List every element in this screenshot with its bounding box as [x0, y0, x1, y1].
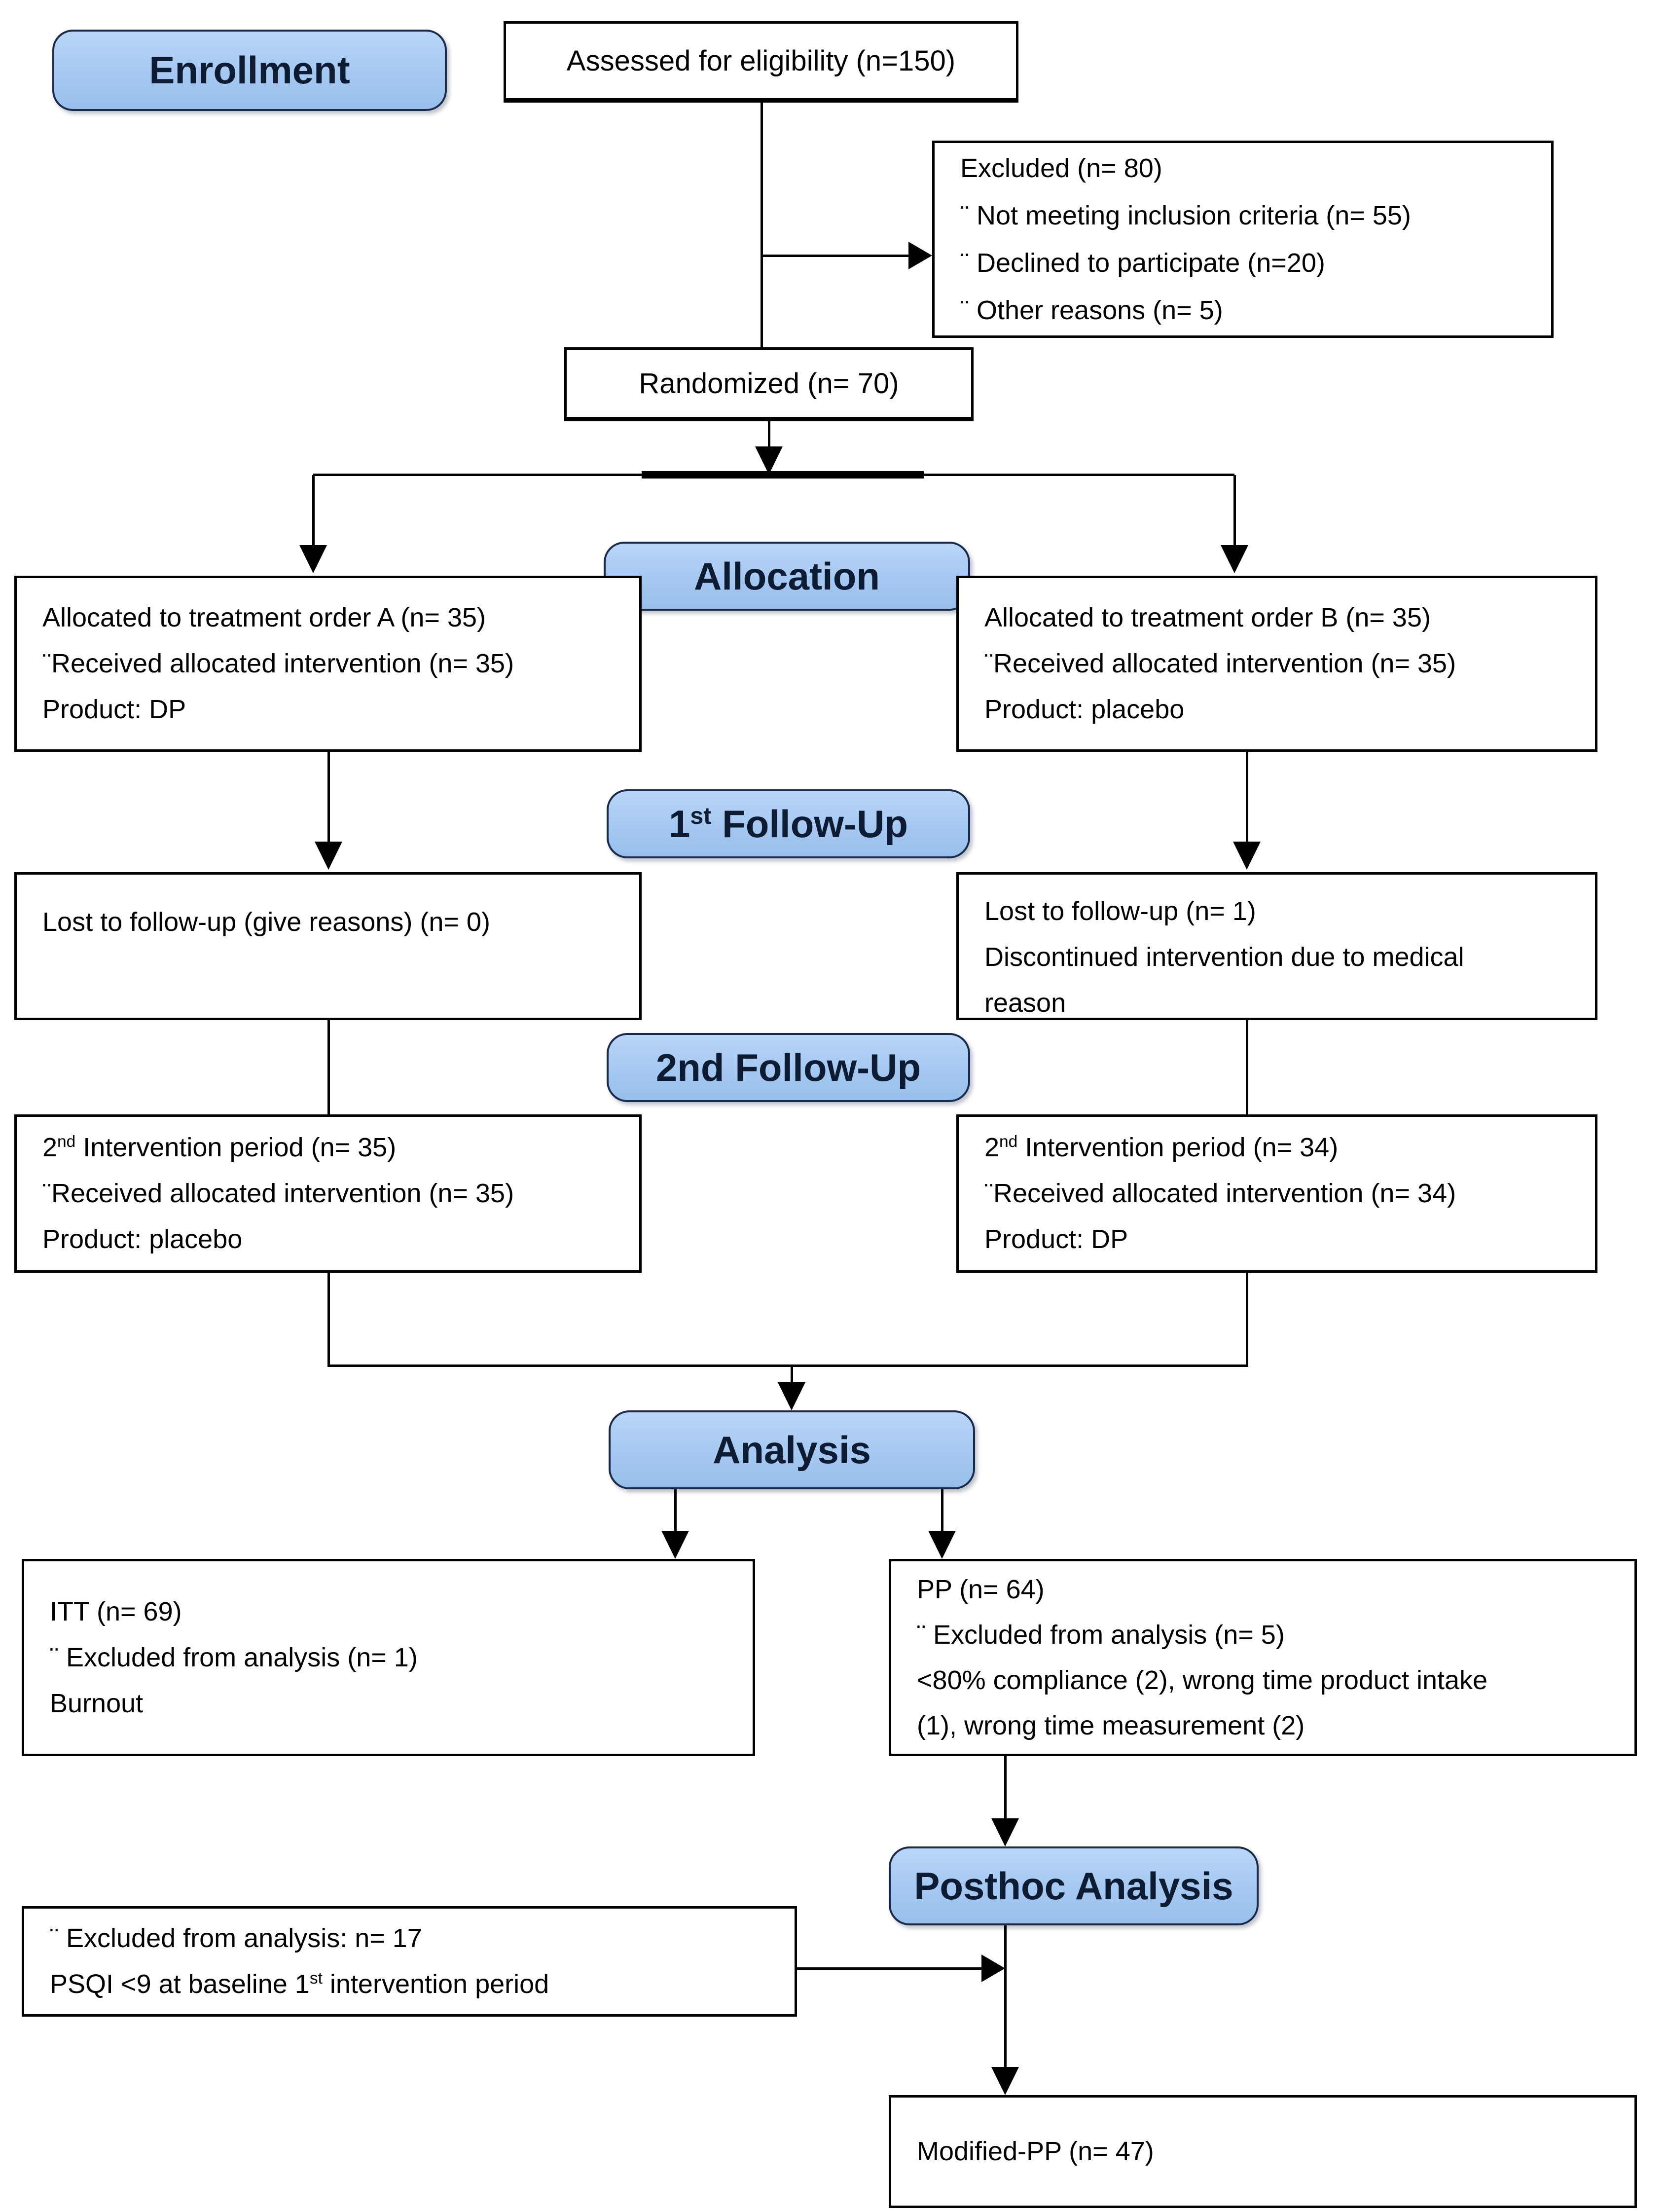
connector-pp-posthoc	[1004, 1756, 1007, 1820]
connector-interv-merge-a	[327, 1273, 330, 1366]
connector-analysis-pp	[941, 1489, 943, 1533]
interv-a-line: Product: placebo	[42, 1224, 243, 1254]
stage-enrollment-label: Enrollment	[149, 48, 350, 92]
arrowhead-posthoc	[991, 1818, 1019, 1846]
pp-line: (1), wrong time measurement (2)	[917, 1711, 1305, 1740]
box-modified-pp: Modified-PP (n= 47)	[889, 2095, 1637, 2208]
box-second-intervention-a: 2nd Intervention period (n= 35) ¨Receive…	[14, 1114, 642, 1273]
excluded-reason: ¨ Declined to participate (n=20)	[960, 248, 1325, 278]
connector-lost-interv-a	[327, 1020, 330, 1114]
itt-line: Burnout	[50, 1688, 144, 1718]
connector-merge-line	[327, 1364, 1248, 1367]
arrowhead-analysis	[778, 1382, 805, 1410]
excluded17-line: PSQI <9 at baseline 1st intervention per…	[50, 1969, 549, 1999]
excluded17-line: ¨ Excluded from analysis: n= 17	[50, 1923, 422, 1953]
lost-b-line: Lost to follow-up (n= 1)	[984, 896, 1256, 926]
pp-line: <80% compliance (2), wrong time product …	[917, 1665, 1488, 1695]
alloc-a-line: Allocated to treatment order A (n= 35)	[42, 603, 486, 632]
arrowhead-pp	[928, 1531, 956, 1559]
stage-enrollment: Enrollment	[52, 30, 447, 111]
box-allocated-order-b: Allocated to treatment order B (n= 35) ¨…	[956, 576, 1597, 752]
box-itt: ITT (n= 69) ¨ Excluded from analysis (n=…	[22, 1559, 755, 1756]
box-randomized: Randomized (n= 70)	[564, 347, 974, 421]
box-lost-followup-b: Lost to follow-up (n= 1) Discontinued in…	[956, 872, 1597, 1020]
excluded-reason: ¨ Not meeting inclusion criteria (n= 55)	[960, 201, 1411, 230]
stage-analysis: Analysis	[609, 1410, 975, 1489]
connector-split-alloc-b	[1233, 475, 1236, 547]
connector-to-excluded	[761, 255, 910, 257]
arrowhead-alloc-a	[299, 545, 327, 573]
arrowhead-alloc-b	[1221, 545, 1248, 573]
interv-a-line: 2nd Intervention period (n= 35)	[42, 1133, 397, 1162]
box-excluded: Excluded (n= 80) ¨ Not meeting inclusion…	[932, 141, 1554, 338]
box-pp: PP (n= 64) ¨ Excluded from analysis (n= …	[889, 1559, 1637, 1756]
connector-analysis-itt	[674, 1489, 677, 1533]
stage-second-followup: 2nd Follow-Up	[607, 1033, 970, 1102]
box-lost-followup-a: Lost to follow-up (give reasons) (n= 0)	[14, 872, 642, 1020]
lost-a-line: Lost to follow-up (give reasons) (n= 0)	[42, 907, 490, 937]
box-excluded-posthoc: ¨ Excluded from analysis: n= 17 PSQI <9 …	[22, 1906, 797, 2017]
interv-b-line: Product: DP	[984, 1224, 1128, 1254]
excluded-reason: ¨ Other reasons (n= 5)	[960, 295, 1223, 325]
alloc-b-line: Product: placebo	[984, 695, 1185, 724]
itt-line: ¨ Excluded from analysis (n= 1)	[50, 1642, 418, 1672]
stage-analysis-label: Analysis	[713, 1428, 871, 1472]
lost-b-line: Discontinued intervention due to medical	[984, 942, 1464, 972]
pp-line: ¨ Excluded from analysis (n= 5)	[917, 1620, 1285, 1650]
pp-line: PP (n= 64)	[917, 1575, 1045, 1604]
arrowhead-lost-a	[315, 842, 342, 870]
alloc-b-line: ¨Received allocated intervention (n= 35)	[984, 649, 1456, 678]
excluded-line: Excluded (n= 80)	[960, 153, 1162, 183]
alloc-a-line: Product: DP	[42, 695, 186, 724]
alloc-a-line: ¨Received allocated intervention (n= 35)	[42, 649, 514, 678]
stage-posthoc-analysis-label: Posthoc Analysis	[914, 1864, 1233, 1908]
connector-excluded17-junction	[797, 1967, 982, 1970]
connector-merge-analysis	[791, 1365, 793, 1385]
stage-allocation-label: Allocation	[693, 554, 880, 598]
stage-first-followup-label: 1st Follow-Up	[669, 802, 908, 846]
box-assessed-eligibility: Assessed for eligibility (n=150)	[504, 21, 1018, 103]
connector-eligibility-randomized	[761, 103, 763, 347]
connector-interv-merge-b	[1246, 1273, 1248, 1366]
arrowhead-itt	[661, 1531, 689, 1559]
connector-lost-interv-b	[1246, 1020, 1248, 1114]
interv-b-line: 2nd Intervention period (n= 34)	[984, 1133, 1339, 1162]
stage-second-followup-label: 2nd Follow-Up	[655, 1045, 921, 1089]
stage-first-followup: 1st Follow-Up	[607, 789, 970, 858]
assessed-eligibility-text: Assessed for eligibility (n=150)	[566, 45, 956, 77]
arrowhead-excluded	[908, 242, 932, 269]
stage-posthoc-analysis: Posthoc Analysis	[889, 1846, 1259, 1925]
itt-line: ITT (n= 69)	[50, 1596, 182, 1626]
arrowhead-lost-b	[1233, 842, 1261, 870]
interv-b-line: ¨Received allocated intervention (n= 34)	[984, 1179, 1456, 1208]
randomized-text: Randomized (n= 70)	[639, 367, 899, 400]
arrowhead-modified-pp	[991, 2067, 1019, 2095]
connector-alloc-lost-a	[327, 752, 330, 843]
connector-randomized-split	[768, 421, 770, 451]
arrowhead-excluded17	[981, 1954, 1005, 1982]
modified-pp-text: Modified-PP (n= 47)	[917, 2137, 1154, 2166]
connector-split-alloc-a	[312, 475, 315, 547]
box-second-intervention-b: 2nd Intervention period (n= 34) ¨Receive…	[956, 1114, 1597, 1273]
interv-a-line: ¨Received allocated intervention (n= 35)	[42, 1179, 514, 1208]
arrowhead-split	[755, 446, 783, 475]
alloc-b-line: Allocated to treatment order B (n= 35)	[984, 603, 1431, 632]
connector-alloc-lost-b	[1246, 752, 1248, 843]
stage-allocation: Allocation	[604, 542, 970, 611]
connector-posthoc-modified	[1004, 1925, 1007, 2068]
box-allocated-order-a: Allocated to treatment order A (n= 35) ¨…	[14, 576, 642, 752]
connector-split-thick-segment	[642, 471, 924, 479]
lost-b-line: reason	[984, 988, 1066, 1018]
